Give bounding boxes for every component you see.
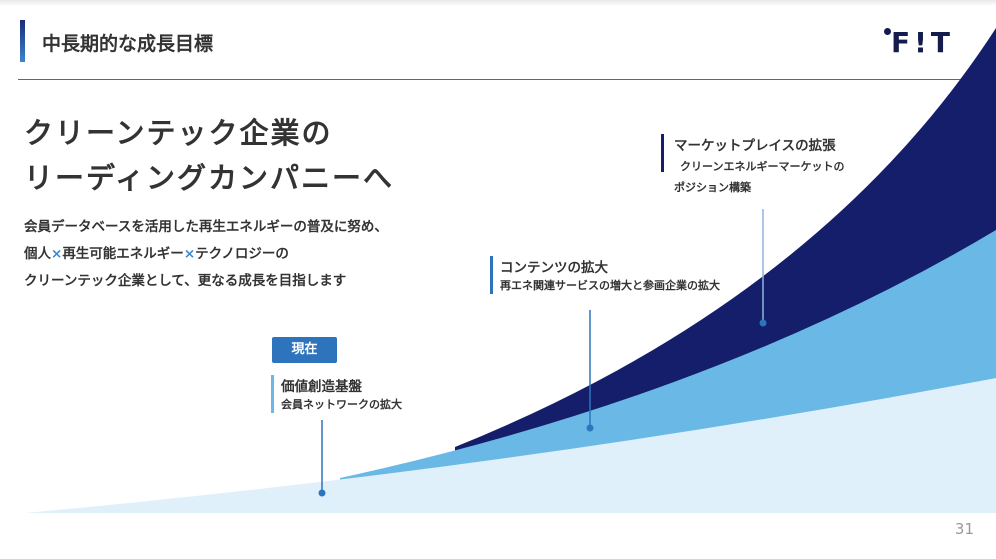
current-badge: 現在 <box>272 337 337 363</box>
page-number: 31 <box>954 520 974 538</box>
stage-2-label: コンテンツの拡大 再エネ関連サービスの増大と参画企業の拡大 <box>490 256 720 294</box>
stage-3-sub-1: クリーンエネルギーマーケットの <box>680 160 845 173</box>
stage-3-title: マーケットプレイスの拡張 <box>674 138 836 154</box>
times-sign: × <box>183 246 196 262</box>
light-growth-area <box>25 378 996 513</box>
marker-dot-1 <box>318 489 326 497</box>
headline-line-1: クリーンテック企業の <box>24 116 333 150</box>
header-divider <box>18 79 978 80</box>
stage-3-sub-2: ポジション構築 <box>674 181 751 194</box>
stage-2-sub: 再エネ関連サービスの増大と参画企業の拡大 <box>500 279 720 292</box>
page-title: 中長期的な成長目標 <box>42 33 214 55</box>
headline-line-2: リーディングカンパニーへ <box>24 161 394 195</box>
stage-1-sub: 会員ネットワークの拡大 <box>281 398 402 411</box>
top-shade <box>0 0 996 6</box>
stage-3-label: マーケットプレイスの拡張 クリーンエネルギーマーケットの ポジション構築 <box>674 134 844 198</box>
stage-2-title: コンテンツの拡大 <box>500 260 608 276</box>
stage-3-bar <box>661 134 664 172</box>
stage-1-title: 価値創造基盤 <box>281 379 362 395</box>
body-line-1: 会員データベースを活用した再生エネルギーの普及に努め、 <box>24 219 388 235</box>
body-line-2: 個人×再生可能エネルギー×テクノロジーの <box>24 246 289 262</box>
header-accent-bar <box>20 20 25 62</box>
body-line-3: クリーンテック企業として、更なる成長を目指します <box>24 273 347 289</box>
marker-dot-2 <box>586 424 594 432</box>
marker-dot-3 <box>759 319 767 327</box>
stage-1-label: 価値創造基盤 会員ネットワークの拡大 <box>271 375 402 413</box>
fit-logo: F!T <box>884 26 954 59</box>
